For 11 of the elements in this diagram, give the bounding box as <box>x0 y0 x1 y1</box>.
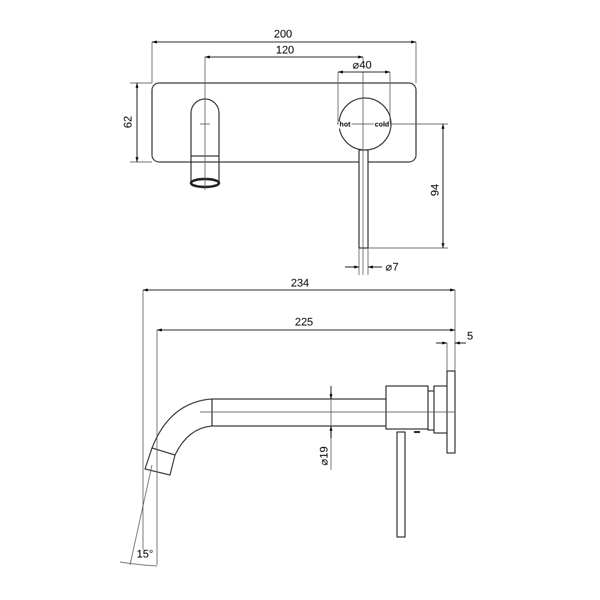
dimension-label: 94 <box>430 182 442 198</box>
dimension-label: 234 <box>290 278 310 290</box>
dimension-label: 225 <box>294 318 314 328</box>
dimension-label: 200 <box>272 30 294 40</box>
dimension-label: 120 <box>274 46 296 56</box>
dimension-label: 15° <box>136 550 154 560</box>
dimension-label: 62 <box>124 114 134 130</box>
dimension-label: 5 <box>466 332 474 342</box>
dimension-label: ⌀7 <box>384 262 400 274</box>
dimension-label: ⌀19 <box>320 445 330 467</box>
dimension-label: ⌀40 <box>351 60 373 72</box>
